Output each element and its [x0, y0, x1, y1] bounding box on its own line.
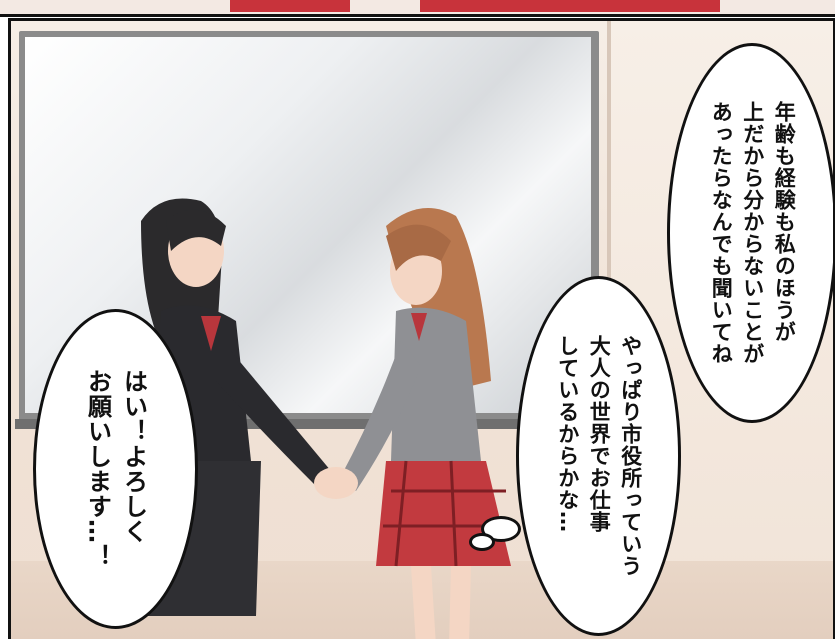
characters-illustration — [121, 198, 511, 639]
thought-dot-small — [469, 533, 495, 551]
speech-bubble-senior: 年齢も経験も私のほうが 上だから分からないことが あったらなんでも聞いてね — [667, 43, 833, 423]
thought-text: やっぱり市役所っていう 大人の世界でお仕事 しているからかな… — [555, 335, 643, 577]
clasped-hands — [314, 467, 358, 499]
thought-bubble: やっぱり市役所っていう 大人の世界でお仕事 しているからかな… — [516, 276, 681, 636]
speech-text-senior: 年齢も経験も私のほうが 上だから分からないことが あったらなんでも聞いてね — [709, 101, 797, 365]
comic-panel: 年齢も経験も私のほうが 上だから分からないことが あったらなんでも聞いてね やっ… — [8, 18, 835, 639]
speech-text-junior: はい！よろしく お願いします…！ — [83, 369, 148, 569]
speech-bubble-junior: はい！よろしく お願いします…！ — [33, 309, 198, 629]
previous-panel-strip — [0, 0, 835, 17]
girl-right — [341, 208, 511, 639]
whiteboard-tray — [15, 419, 605, 429]
